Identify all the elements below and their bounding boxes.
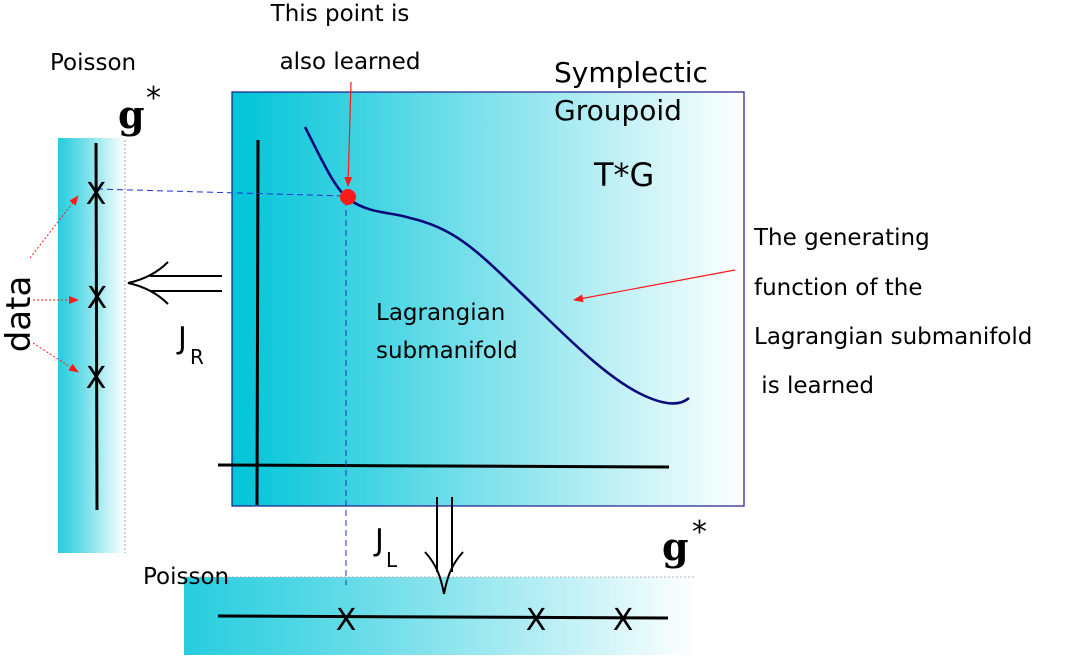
- bottom-cross-3: X: [613, 603, 634, 638]
- left-dual-sup: *: [146, 81, 161, 116]
- groupoid-line2: Groupoid: [554, 94, 682, 127]
- bottom-cross-1: X: [336, 603, 357, 638]
- bottom-poisson-label: Poisson: [143, 564, 229, 590]
- generating-note-line4: is learned: [754, 373, 874, 399]
- bottom-dual-sup: *: [692, 515, 707, 550]
- double-arrow-left-icon: [127, 261, 222, 305]
- data-label: data: [0, 276, 39, 353]
- generating-note-line1: The generating: [753, 225, 930, 251]
- bottom-dual-label: g: [662, 524, 689, 569]
- bottom-strip-axis: [217, 614, 669, 620]
- left-strip-axis: [94, 142, 99, 511]
- groupoid-line1: Symplectic: [554, 56, 708, 89]
- point-note-line2: also learned: [280, 49, 421, 75]
- double-arrow-down-icon: [424, 497, 464, 595]
- dashed-projection-horizontal: [96, 188, 346, 197]
- data-arrow-top: [29, 195, 79, 259]
- left-cross-top: X: [86, 177, 107, 212]
- data-arrow-bottom: [32, 342, 79, 373]
- jl-label: J: [373, 523, 384, 558]
- left-dual-label: g: [118, 92, 145, 137]
- left-cross-middle: X: [87, 281, 108, 316]
- groupoid-box: [231, 91, 745, 507]
- lagrangian-label-line2: submanifold: [376, 338, 518, 364]
- lagrangian-label-line1: Lagrangian: [376, 300, 505, 326]
- point-note-line1: This point is: [270, 1, 410, 27]
- cotangent-label: T*G: [593, 156, 654, 194]
- generating-note-line3: Lagrangian submanifold: [754, 324, 1032, 350]
- left-poisson-label: Poisson: [50, 50, 136, 76]
- learned-point: [340, 189, 356, 205]
- jr-label: J: [176, 321, 187, 356]
- point-note-arrow: [344, 81, 353, 187]
- bottom-cross-2: X: [526, 603, 547, 638]
- jl-subscript: L: [386, 548, 398, 572]
- generating-note-line2: function of the: [754, 275, 923, 301]
- horizontal-axis: [217, 463, 670, 469]
- left-cross-bottom: X: [86, 361, 107, 396]
- generating-note-arrow: [573, 269, 736, 303]
- jr-subscript: R: [190, 345, 204, 369]
- vertical-axis: [255, 139, 260, 506]
